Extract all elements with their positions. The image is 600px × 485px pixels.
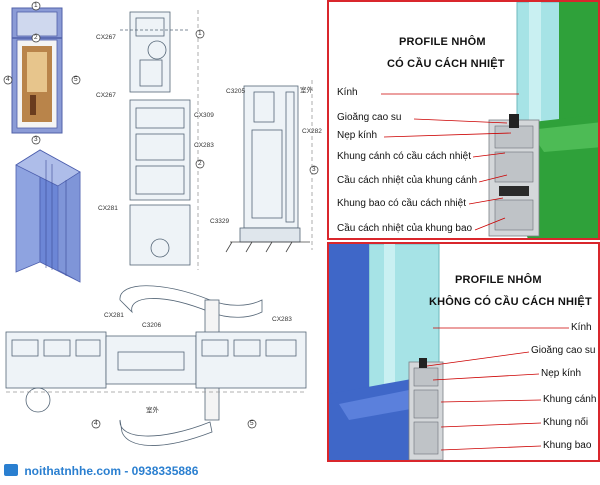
circled-number-5-section: 5	[250, 420, 254, 427]
part-code-label: C3329	[210, 218, 230, 225]
part-code-label: CX267	[96, 92, 116, 99]
horizontal-section	[5, 285, 307, 446]
callout-glass: Kính	[335, 87, 360, 98]
part-code-label: CX281	[104, 312, 124, 319]
circled-number-2: 2	[34, 34, 38, 41]
callout-sash-thermal-break: Cầu cách nhiệt của khung cánh	[335, 175, 480, 186]
panel-title-line1: PROFILE NHÔM	[399, 36, 486, 48]
standard-profile-panel: PROFILE NHÔM KHÔNG CÓ CẦU CÁCH NHIỆT Kín…	[327, 242, 600, 462]
part-code-label: CX309	[194, 112, 214, 119]
brand-logo-icon	[4, 464, 18, 476]
callout-glass: Kính	[569, 322, 594, 333]
callout-frame-with-thermal-break: Khung bao có cầu cách nhiệt	[335, 198, 468, 209]
technical-drawing-svg	[3, 1, 319, 446]
part-code-label: CX283	[272, 316, 292, 323]
panel-title-line1: PROFILE NHÔM	[455, 274, 542, 286]
callout-rubber-gasket: Gioăng cao su	[529, 345, 598, 356]
circled-number-3: 3	[34, 136, 38, 143]
vertical-section-1	[120, 10, 199, 270]
callout-rubber-gasket: Gioăng cao su	[335, 112, 404, 123]
circled-numbers	[3, 1, 319, 429]
thermal-break-illustration	[381, 2, 598, 238]
part-code-label: CX267	[96, 34, 116, 41]
panel-title-line2: KHÔNG CÓ CẦU CÁCH NHIỆT	[429, 296, 592, 308]
callout-sash-with-thermal-break: Khung cánh có cầu cách nhiệt	[335, 151, 473, 162]
circled-number-4: 4	[6, 76, 10, 83]
circled-number-2-section: 2	[198, 160, 202, 167]
callout-glazing-bead: Nẹp kính	[539, 368, 584, 379]
callout-outer-frame: Khung bao	[541, 440, 594, 451]
callout-frame-thermal-break: Cầu cách nhiệt của khung bao	[335, 223, 475, 234]
vertical-section-3	[225, 80, 313, 253]
part-code-label: C3206	[142, 322, 162, 329]
circled-number-4-section: 4	[94, 420, 98, 427]
profile-3d-illustration	[15, 149, 81, 283]
room-label: 室外	[300, 87, 313, 94]
standard-profile-illustration	[329, 244, 569, 460]
callout-connector-frame: Khung nối	[541, 417, 591, 428]
panel-title-line2: CÓ CẦU CÁCH NHIỆT	[387, 58, 505, 70]
part-code-label: CX283	[194, 142, 214, 149]
brand-text: noithatnhhe.com - 0938335886	[24, 464, 199, 478]
circled-number-1-section: 1	[198, 30, 202, 37]
part-code-label: C3205	[226, 88, 246, 95]
brand-footer: noithatnhhe.com - 0938335886	[4, 464, 198, 478]
technical-drawing: 1 2 4 5 3 1 2 3 4 5 CX267 CX267 CX309 CX…	[3, 1, 322, 446]
thermal-break-profile-panel: PROFILE NHÔM CÓ CẦU CÁCH NHIỆT Kính Gioă…	[327, 0, 600, 240]
callout-sash: Khung cánh	[541, 394, 598, 405]
circled-number-5: 5	[74, 76, 78, 83]
callout-glazing-bead: Nẹp kính	[335, 130, 380, 141]
circled-number-1: 1	[34, 2, 38, 9]
part-code-label: CX281	[98, 205, 118, 212]
circled-number-3-section: 3	[312, 166, 316, 173]
window-elevation	[11, 7, 63, 134]
room-label: 室外	[146, 407, 159, 414]
part-code-label: CX282	[302, 128, 322, 135]
